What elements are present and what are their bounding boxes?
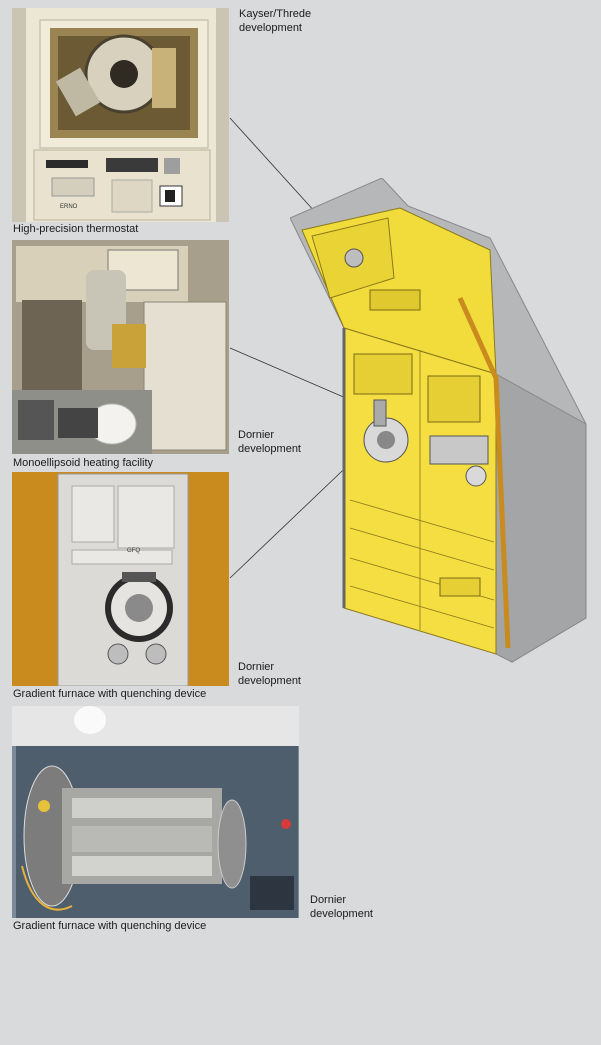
caption-photo4: Gradient furnace with quenching device <box>13 920 207 932</box>
caption-photo1: High-precision thermostat <box>13 223 139 235</box>
spacelab-rack-illustration <box>290 178 587 663</box>
photo-gradient-furnace-internal <box>12 706 299 918</box>
thermostat-brand-label: ERNO <box>60 204 78 210</box>
furnace-tag-label: GFQ <box>127 548 140 554</box>
callout-dornier-2: Dornier development <box>238 661 301 687</box>
photo-gradient-furnace-front: GFQ <box>12 472 229 686</box>
callout-dornier-3: Dornier development <box>310 894 373 920</box>
photo-high-precision-thermostat: ERNO <box>12 8 229 222</box>
callout-kayser-threde: Kayser/Threde development <box>239 8 312 34</box>
callout-dornier-1: Dornier development <box>238 429 301 455</box>
photo-monoellipsoid-heating-facility <box>12 240 229 454</box>
caption-photo3: Gradient furnace with quenching device <box>13 688 207 700</box>
caption-photo2: Monoellipsoid heating facility <box>13 457 154 469</box>
